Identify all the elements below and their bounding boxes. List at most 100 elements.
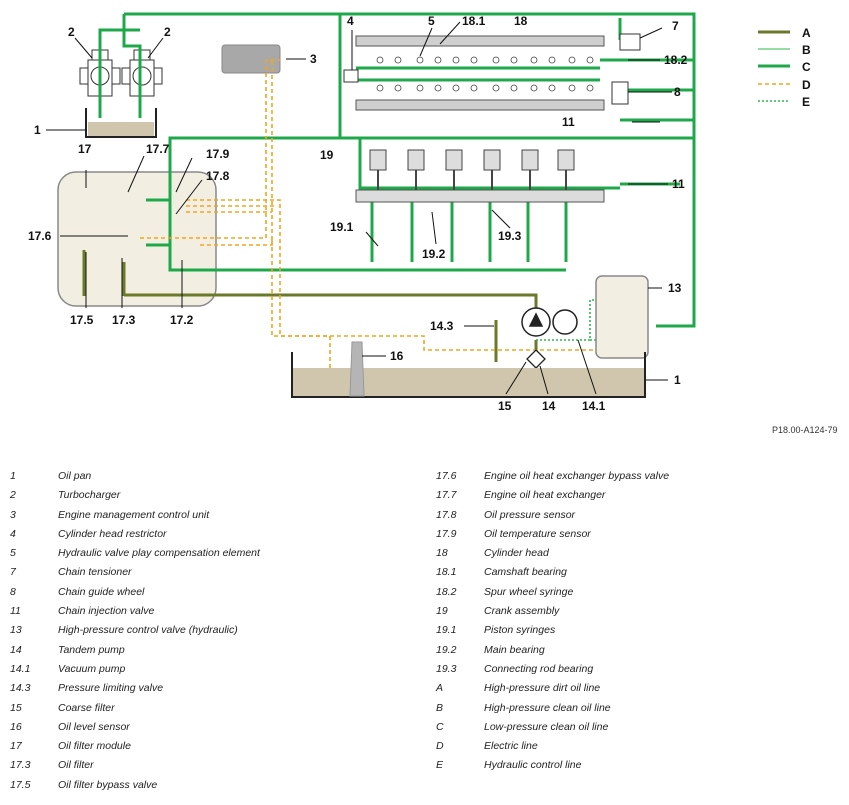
legend-item-number: 15 [10,701,22,714]
callout-15: 15 [498,399,512,413]
legend-key-d: D [802,78,811,92]
legend-item-label: Piston syringes [484,624,556,637]
electric-lines [140,59,600,396]
callout-14-1: 14.1 [582,399,606,413]
line-type-legend: A B C D E [758,26,811,109]
callout-19-1: 19.1 [330,220,354,234]
callout-19-3: 19.3 [498,229,522,243]
legend-item-number: A [436,682,444,695]
legend-item-label: Oil filter bypass valve [58,778,158,791]
legend-item-label: Turbocharger [58,489,121,502]
legend-item-label: Main bearing [484,643,545,656]
legend-item-number: D [436,740,444,753]
coarse-filter [526,349,546,369]
oil-pan-main [291,352,646,398]
cylinder-head [343,33,641,111]
callout-11b: 11 [672,177,685,191]
legend-item-number: C [436,720,444,733]
legend-item-label: High-pressure dirt oil line [484,682,601,695]
legend-item-number: 14.3 [10,682,31,695]
callout-17-5: 17.5 [70,313,94,327]
legend-item-label: Engine oil heat exchanger bypass valve [484,470,670,482]
callout-17-7: 17.7 [146,142,170,156]
legend-item-label: Crank assembly [484,605,560,618]
callout-labels: 1 1 2 2 3 4 5 18.1 18 7 18.2 8 11 11 19 … [28,14,688,413]
legend-item-label: High-pressure clean oil line [484,701,611,714]
callout-17: 17 [78,142,92,156]
legend-item-number: 18.2 [436,585,457,598]
callout-18-2: 18.2 [664,53,688,67]
legend-item-label: Spur wheel syringe [484,585,574,598]
high-pressure-control-valve [595,275,649,359]
legend-key-b: B [802,43,811,57]
legend-item: 14 Tandem pump [10,644,410,663]
callout-19: 19 [320,148,334,162]
legend-item-number: E [436,759,444,772]
legend-item: 11 Chain injection valve [10,605,410,624]
callout-1b: 1 [674,373,681,387]
legend-item-label: Hydraulic valve play compensation elemen… [58,547,260,560]
legend-item-label: High-pressure control valve (hydraulic) [58,624,238,637]
legend-item-number: 11 [10,605,21,618]
callout-4: 4 [347,14,354,28]
legend-item-label: Camshaft bearing [484,566,567,579]
legend-item-number: 18.1 [436,566,457,579]
legend-item-number: 8 [10,585,16,598]
callout-17-8: 17.8 [206,169,230,183]
legend-item-label: Chain injection valve [58,605,155,618]
callout-7: 7 [672,19,679,33]
tandem-pump [521,307,578,337]
callout-3: 3 [310,52,317,66]
callout-17-6: 17.6 [28,229,52,243]
callout-16: 16 [390,349,404,363]
legend-item-label: Oil pressure sensor [484,508,576,521]
legend-item: 16 Oil level sensor [10,721,410,740]
callout-18: 18 [514,14,528,28]
legend-item-number: 18 [436,547,448,560]
oil-circuit-diagram: A B C D E [28,12,811,413]
legend-item-number: 17.3 [10,759,31,772]
legend-item-number: 16 [10,720,22,733]
legend-item: 5 Hydraulic valve play compensation eleme… [10,547,410,566]
legend-item-label: Tandem pump [58,643,125,656]
legend-item-number: 5 [10,547,16,560]
callout-1a: 1 [34,123,41,137]
legend-item-label: Cylinder head restrictor [58,527,167,540]
legend-item-number: 17.5 [10,778,31,791]
legend-item: 18.1 Camshaft bearing [436,566,836,585]
crank-assembly [355,149,605,203]
legend-item-label: Oil pan [58,470,92,482]
callout-17-3: 17.3 [112,313,136,327]
callout-5: 5 [428,14,435,28]
legend-item-number: 19.1 [436,624,457,637]
legend-item-label: Oil level sensor [58,720,130,733]
legend-item: 19.1 Piston syringes [436,624,836,643]
callout-8: 8 [674,85,681,99]
callout-14-3: 14.3 [430,319,454,333]
legend-item-number: 7 [10,566,16,579]
legend-item-number: 14.1 [10,662,31,675]
callout-2b: 2 [164,25,171,39]
legend-item-number: 14 [10,643,22,656]
oil-pan-turbo [85,108,157,138]
callout-2a: 2 [68,25,75,39]
legend-item-number: 1 [10,470,16,482]
legend-key-e: E [802,95,810,109]
